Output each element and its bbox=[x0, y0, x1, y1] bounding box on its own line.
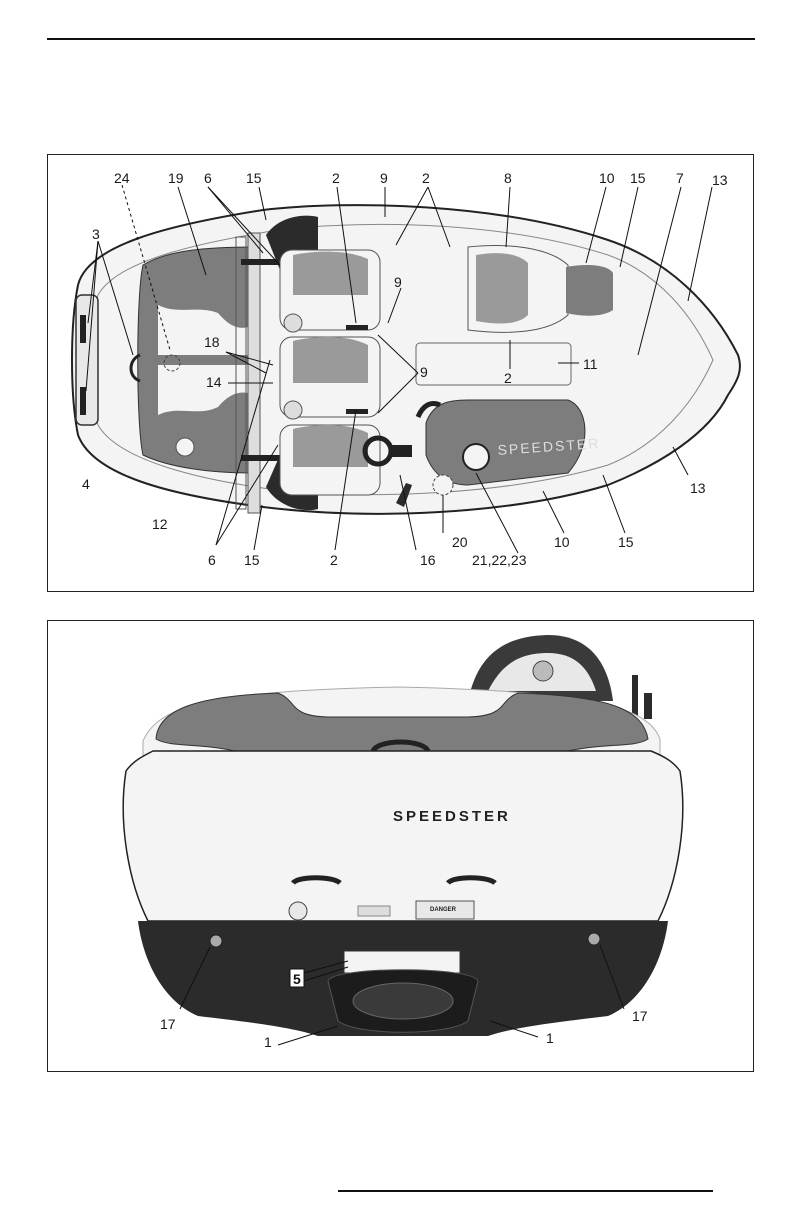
rear-view-illustration: SPEEDSTER DANGER 5 17 17 1 1 bbox=[122, 635, 684, 1050]
transom bbox=[122, 750, 684, 922]
callout-10-bottom: 10 bbox=[554, 534, 570, 550]
callout-2-center: 2 bbox=[504, 370, 512, 386]
tow-pole-base bbox=[644, 693, 652, 719]
cup-holder-left bbox=[283, 313, 303, 333]
storage-compartment bbox=[415, 342, 572, 386]
callout-6-bottom: 6 bbox=[208, 552, 216, 568]
transom-handle-right bbox=[445, 875, 497, 886]
cup-holder-right bbox=[283, 400, 303, 420]
tow-pole bbox=[632, 675, 638, 719]
callout-5-box bbox=[289, 968, 305, 988]
rear-deck-handle bbox=[129, 353, 141, 383]
callout-15-bottom-right: 15 bbox=[618, 534, 634, 550]
drain-plug-cap bbox=[288, 901, 308, 921]
callout-2-top-left: 2 bbox=[332, 170, 340, 186]
leader-lines bbox=[85, 184, 713, 554]
footer-rule bbox=[338, 1190, 713, 1192]
rear-storage-cap bbox=[175, 437, 195, 457]
callout-17-left: 17 bbox=[160, 1016, 176, 1032]
callout-13-top: 13 bbox=[712, 172, 728, 188]
callout-6-top: 6 bbox=[204, 170, 212, 186]
top-view-illustration: SPEEDSTER bbox=[71, 170, 741, 568]
windscreen bbox=[415, 401, 442, 419]
callout-8: 8 bbox=[504, 170, 512, 186]
callout-24: 24 bbox=[114, 170, 130, 186]
callout-14: 14 bbox=[206, 374, 222, 390]
header-rule bbox=[47, 38, 755, 40]
drain-plug-left bbox=[209, 934, 223, 948]
grab-bar-clamp-bottom bbox=[241, 455, 281, 461]
callout-1-left: 1 bbox=[264, 1034, 272, 1050]
callout-13-bottom: 13 bbox=[690, 480, 706, 496]
callout-3: 3 bbox=[92, 226, 100, 242]
transom-brand-text: SPEEDSTER bbox=[393, 808, 511, 825]
rear-deck-cutout-top bbox=[158, 305, 248, 355]
callout-15-bottom-left: 15 bbox=[244, 552, 260, 568]
console-key bbox=[432, 474, 454, 496]
seat-handle-upper bbox=[346, 325, 368, 330]
grab-bar-clamp-top bbox=[241, 259, 281, 265]
fuel-cap bbox=[163, 354, 181, 372]
callout-11: 11 bbox=[583, 356, 598, 372]
swim-platform bbox=[75, 294, 99, 426]
bow-storage-lid bbox=[566, 265, 613, 316]
top-view-figure: SPEEDSTER bbox=[47, 154, 754, 592]
transom-handle-left bbox=[290, 875, 342, 886]
drain-plug-right bbox=[587, 932, 601, 946]
callout-5: 5 bbox=[293, 971, 301, 987]
console-gauge bbox=[462, 443, 490, 471]
callout-2-bottom: 2 bbox=[330, 552, 338, 568]
callout-16: 16 bbox=[420, 552, 436, 568]
callout-7: 7 bbox=[676, 170, 684, 186]
rear-leader-lines bbox=[179, 944, 625, 1046]
callout-10-top: 10 bbox=[599, 170, 615, 186]
grab-bar-inner bbox=[235, 236, 247, 510]
warning-label-text: DANGER bbox=[430, 907, 457, 913]
grab-bar bbox=[247, 232, 261, 514]
rear-seats bbox=[279, 249, 381, 496]
callout-17-right: 17 bbox=[632, 1008, 648, 1024]
warning-label bbox=[415, 900, 475, 920]
callout-15-top-left: 15 bbox=[246, 170, 262, 186]
sun-pad-handle bbox=[370, 739, 431, 753]
callout-9-mid: 9 bbox=[394, 274, 402, 290]
callout-20: 20 bbox=[452, 534, 468, 550]
callout-2-top-right: 2 bbox=[422, 170, 430, 186]
seat-handle-lower bbox=[346, 409, 368, 414]
callout-21-22-23: 21,22,23 bbox=[472, 552, 527, 568]
callout-9-lower: 9 bbox=[420, 364, 428, 380]
callout-19: 19 bbox=[168, 170, 184, 186]
nozzle-opening bbox=[352, 982, 454, 1020]
callout-15-top-right: 15 bbox=[630, 170, 646, 186]
callout-1-right: 1 bbox=[546, 1030, 554, 1046]
rear-view-figure: SPEEDSTER DANGER 5 17 17 1 1 bbox=[47, 620, 754, 1072]
callout-9-top: 9 bbox=[380, 170, 388, 186]
rear-deck-cutout-bottom bbox=[158, 365, 248, 415]
front-seat-cushion bbox=[476, 253, 528, 324]
callout-4: 4 bbox=[82, 476, 90, 492]
steering-column bbox=[390, 445, 412, 457]
platform-handle-upper bbox=[80, 315, 86, 343]
callout-18: 18 bbox=[204, 334, 220, 350]
platform-handle-lower bbox=[80, 387, 86, 415]
callout-12: 12 bbox=[152, 516, 168, 532]
cockpit-gauge bbox=[532, 660, 554, 682]
transom-sticker bbox=[357, 905, 391, 917]
console-brand-text: SPEEDSTER bbox=[497, 435, 601, 458]
